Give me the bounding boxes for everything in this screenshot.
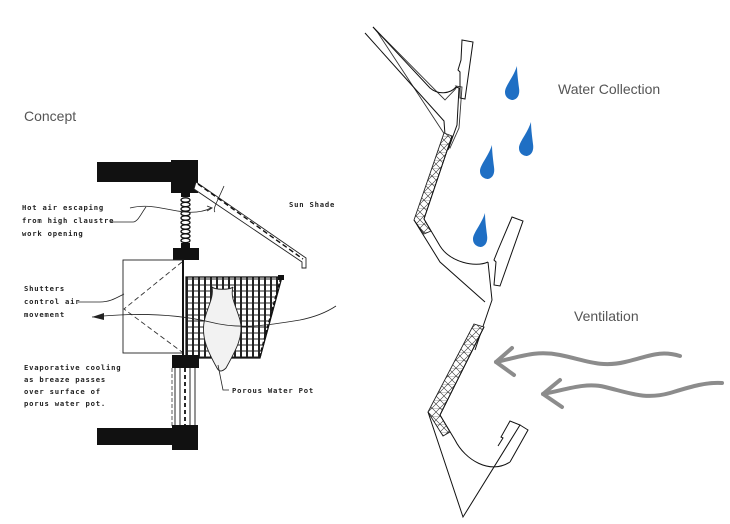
water-drop-icon	[480, 145, 495, 179]
shutters-label-line-3: movement	[24, 310, 65, 319]
floor-slab	[97, 428, 174, 445]
lower-column	[171, 368, 196, 430]
middle-beam	[173, 248, 199, 260]
airflow-arrows	[494, 346, 724, 409]
shutters-label-line-1: Shutters	[24, 284, 65, 293]
water-drop-icon	[473, 213, 488, 247]
water-drop-icon	[519, 122, 534, 156]
porous-water-pot	[203, 285, 242, 372]
sun-shade-label: Sun Shade	[289, 200, 335, 209]
upper-truss-panel	[413, 132, 453, 235]
porous-pot-label: Porous Water Pot	[232, 386, 314, 395]
airflow-arrow-icon	[541, 378, 724, 409]
lower-beam	[172, 355, 199, 368]
ventilation-label: Ventilation	[574, 308, 639, 324]
evaporative-label-line-3: over surface of	[24, 387, 101, 396]
evaporative-label-line-1: Evaporative cooling	[24, 363, 121, 372]
hot-air-flow-line	[129, 205, 212, 213]
lower-truss-panel	[427, 323, 485, 437]
hot-air-label-line-2: from high claustre	[22, 216, 114, 225]
breeze-flow-line	[91, 305, 337, 327]
concept-title: Concept	[24, 108, 76, 124]
airflow-arrow-icon	[494, 346, 682, 377]
floor-beam	[172, 425, 198, 450]
facade-section: Water Collection Ventilation	[364, 26, 724, 519]
upper-roof-slab	[97, 162, 172, 182]
evaporative-label-line-2: as breaze passes	[24, 375, 106, 384]
water-drop-icon	[505, 66, 520, 100]
water-drops	[473, 66, 534, 247]
claustra-openings	[180, 193, 191, 248]
shutter-dashed-lines	[123, 261, 183, 353]
hot-air-label-line-3: work opening	[22, 229, 84, 238]
concept-section: Concept	[22, 108, 337, 450]
middle-gutter-tip	[493, 216, 524, 287]
shutter-box	[122, 259, 184, 354]
water-collection-label: Water Collection	[558, 81, 660, 97]
upper-gutter-module	[364, 26, 474, 151]
shutters-label-line-2: control air	[24, 297, 80, 306]
evaporative-label-line-4: porus water pot.	[24, 399, 106, 408]
hot-air-label-line-1: Hot air escaping	[22, 203, 104, 212]
sun-shade	[193, 181, 307, 269]
upper-beam	[171, 160, 198, 193]
